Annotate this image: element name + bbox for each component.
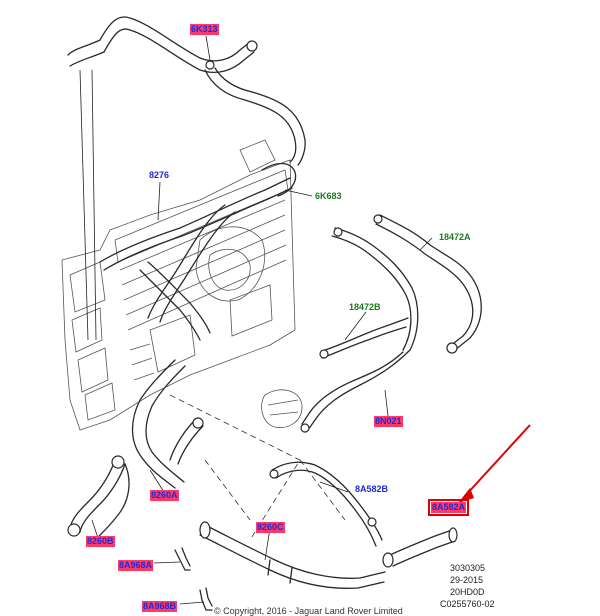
label-8a968b: 8A968B <box>142 601 178 612</box>
hose-8a582b <box>269 461 383 547</box>
ref-code-2: 29-2015 <box>450 575 484 585</box>
hose-8n021 <box>300 349 411 433</box>
label-8a582a: 8A582A <box>427 499 470 516</box>
label-8n021: 8N021 <box>374 416 403 427</box>
hose-8276 <box>99 162 297 341</box>
hose-8260b <box>67 455 130 541</box>
red-arrow-annotation <box>458 424 531 503</box>
hose-6k313 <box>67 16 306 166</box>
ref-code-4: C0255760-02 <box>440 599 495 609</box>
label-8260b: 8260B <box>86 536 115 547</box>
leader-lines <box>79 35 433 605</box>
hose-8260a <box>131 359 204 489</box>
ref-code-1: 3030305 <box>450 563 486 573</box>
hose-18472a <box>373 214 482 354</box>
copyright-text: © Copyright, 2016 - Jaguar Land Rover Li… <box>214 606 403 616</box>
label-8a968a: 8A968A <box>118 560 154 571</box>
label-6k313: 6K313 <box>190 24 219 35</box>
label-18472a: 18472A <box>439 232 471 242</box>
assembly-dash-lines <box>169 394 346 541</box>
label-6k683: 6K683 <box>315 191 342 201</box>
ref-code-3: 20HD0D <box>450 587 485 597</box>
clip-8a968b <box>199 587 213 611</box>
clip-8a968a <box>174 547 191 571</box>
label-8260a: 8260A <box>150 490 179 501</box>
hose-18472b <box>319 227 419 359</box>
label-8260c: 8260C <box>256 522 285 533</box>
hose-8a582a <box>382 527 458 568</box>
label-18472b: 18472B <box>349 302 381 312</box>
label-8276: 8276 <box>149 170 170 180</box>
engine-block <box>61 139 303 431</box>
label-8a582b: 8A582B <box>355 484 389 494</box>
hose-8260c <box>199 521 386 589</box>
